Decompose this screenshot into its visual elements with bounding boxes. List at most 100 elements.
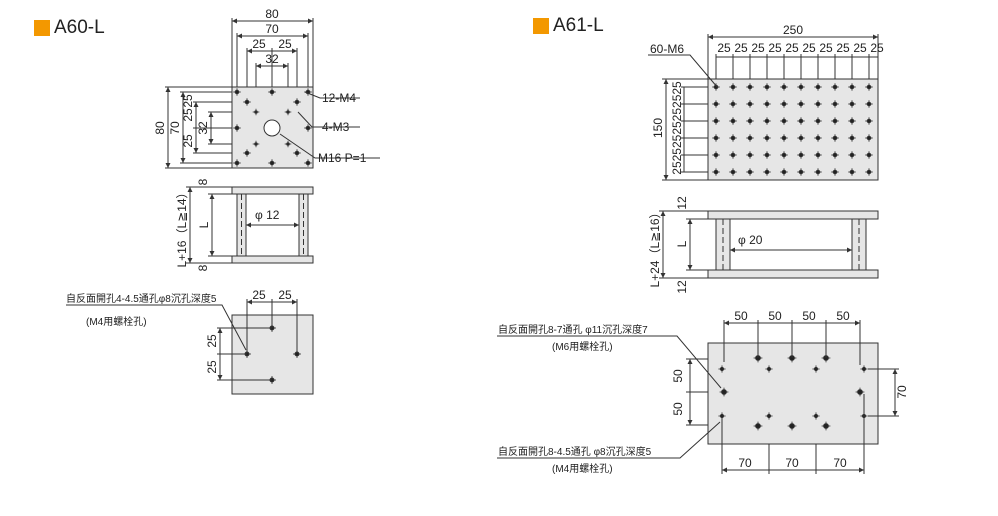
a60-bot-note1: 自反面開孔4-4.5通孔φ8沉孔深度5 [66,292,217,305]
a61-bot-h50b: 50 [671,402,685,416]
a60-title-text: A60-L [54,17,105,38]
a61-side-view [659,210,879,279]
a61-pitch-label: 25 [870,41,884,55]
a61-hole-m6 [746,100,754,108]
a61-dim-250: 250 [783,23,803,37]
a61-bot-h70: 70 [895,385,909,399]
a61-top-view [648,34,879,181]
a61-bot-note3: 自反面開孔8-4.5通孔 φ8沉孔深度5 [498,445,652,458]
a61-bottom-hole-m6 [719,387,729,397]
a61-hole-m6 [746,168,754,176]
a61-bot-note2: (M6用螺栓孔) [552,340,613,353]
a61-bot-note1: 自反面開孔8-7通孔 φ11沉孔深度7 [498,323,648,336]
a61-hole-m6 [763,168,771,176]
a61-hole-m6 [763,134,771,142]
a61-dim-12a: 12 [675,196,689,210]
a60-hole-m4 [293,149,301,157]
a61-pitch-label: 25 [802,41,816,55]
a60-dim-h25b: 25 [181,134,195,148]
a61-hole-m6 [831,83,839,91]
a61-bottom-hole-m6 [855,387,865,397]
a61-pitch-label: 25 [785,41,799,55]
a60-top-labels: 80 70 25 25 32 80 70 25 25 25 32 12-M4 4… [153,7,367,165]
a61-hole-m6 [763,100,771,108]
a61-hole-m6 [848,151,856,159]
a60-dim-80: 80 [265,7,279,21]
a60-dim-L: L [197,221,211,228]
a61-hole-m6 [780,151,788,159]
a60-dim-h70: 70 [168,121,182,135]
a61-hole-m6 [865,83,873,91]
a61-hole-m6 [831,117,839,125]
a61-bot-w70: 70 [738,456,752,470]
a61-hole-m6 [865,134,873,142]
a61-bottom-hole-m4 [718,365,726,373]
a61-dim-vpitch: 25252525252525 [670,81,684,175]
a60-bot-h25a: 25 [205,334,219,348]
a61-hole-m6 [831,134,839,142]
a61-hole-m6 [712,168,720,176]
a60-dim-h80: 80 [153,121,167,135]
a61-bot-w50: 50 [734,309,748,323]
a60-dim-h32: 32 [196,121,210,135]
a61-hole-m6 [814,151,822,159]
a61-hole-m6 [831,168,839,176]
a61-bot-h50a: 50 [671,369,685,383]
a61-dim-L: L [675,240,689,247]
a60-hole-m4 [243,149,251,157]
a60-hole-m3 [284,108,292,116]
a61-label-holes: 60-M6 [650,42,684,56]
a61-hole-m6 [712,100,720,108]
a61-hole-m6 [814,100,822,108]
a61-bottom-view [497,320,899,474]
a61-hole-m6 [831,151,839,159]
a61-bot-w70: 70 [833,456,847,470]
a60-bottom-view [66,299,314,395]
a61-hole-m6 [729,134,737,142]
a61-hole-m6 [712,117,720,125]
a60-label-m16: M16 P=1 [318,151,367,165]
a61-hole-m6 [746,117,754,125]
a60-dim-h25a: 25 [181,108,195,122]
a61-hole-m6 [763,151,771,159]
a60-hole-m4 [233,124,241,132]
a61-hole-m6 [848,168,856,176]
a61-bottom-hole-m4 [812,412,820,420]
a61-pitch-label: 25 [836,41,850,55]
a61-hole-m6 [763,117,771,125]
a60-hole-m3 [252,140,260,148]
a61-pitch-label: 25 [734,41,748,55]
a60-hole-m4 [268,159,276,167]
a60-hole-m4 [293,98,301,106]
a61-bot-note4: (M4用螺栓孔) [552,462,613,475]
a61-hole-m6 [848,83,856,91]
a60-hole-m4 [233,159,241,167]
a61-hole-m6 [865,100,873,108]
a61-hole-m6 [797,151,805,159]
a61-hole-m6 [780,117,788,125]
a61-hole-m6 [712,151,720,159]
a61-bottom-hole-m4 [812,365,820,373]
a60-hole-m4 [304,124,312,132]
a60-dim-25b: 25 [278,37,292,51]
a61-hole-m6 [780,100,788,108]
a61-pitch-label: 25 [853,41,867,55]
a61-hole-m6 [848,117,856,125]
a60-hole-m4 [304,159,312,167]
a60-center-hole [263,119,281,137]
a61-hole-m6 [780,83,788,91]
a60-top-view [165,18,380,169]
a60-hole-m4 [268,88,276,96]
a60-dim-h25c: 25 [181,94,195,108]
a61-bottom-hole-m4 [860,365,868,373]
a61-hole-m6 [797,168,805,176]
a61-hole-m6 [729,83,737,91]
a60-hole-m4 [233,88,241,96]
a61-hole-m6 [780,134,788,142]
a60-dim-8b: 8 [196,264,210,271]
a61-bottom-hole-m6 [821,421,831,431]
a60-dim-dia: φ 12 [255,208,280,222]
a61-pitch-label: 25 [751,41,765,55]
